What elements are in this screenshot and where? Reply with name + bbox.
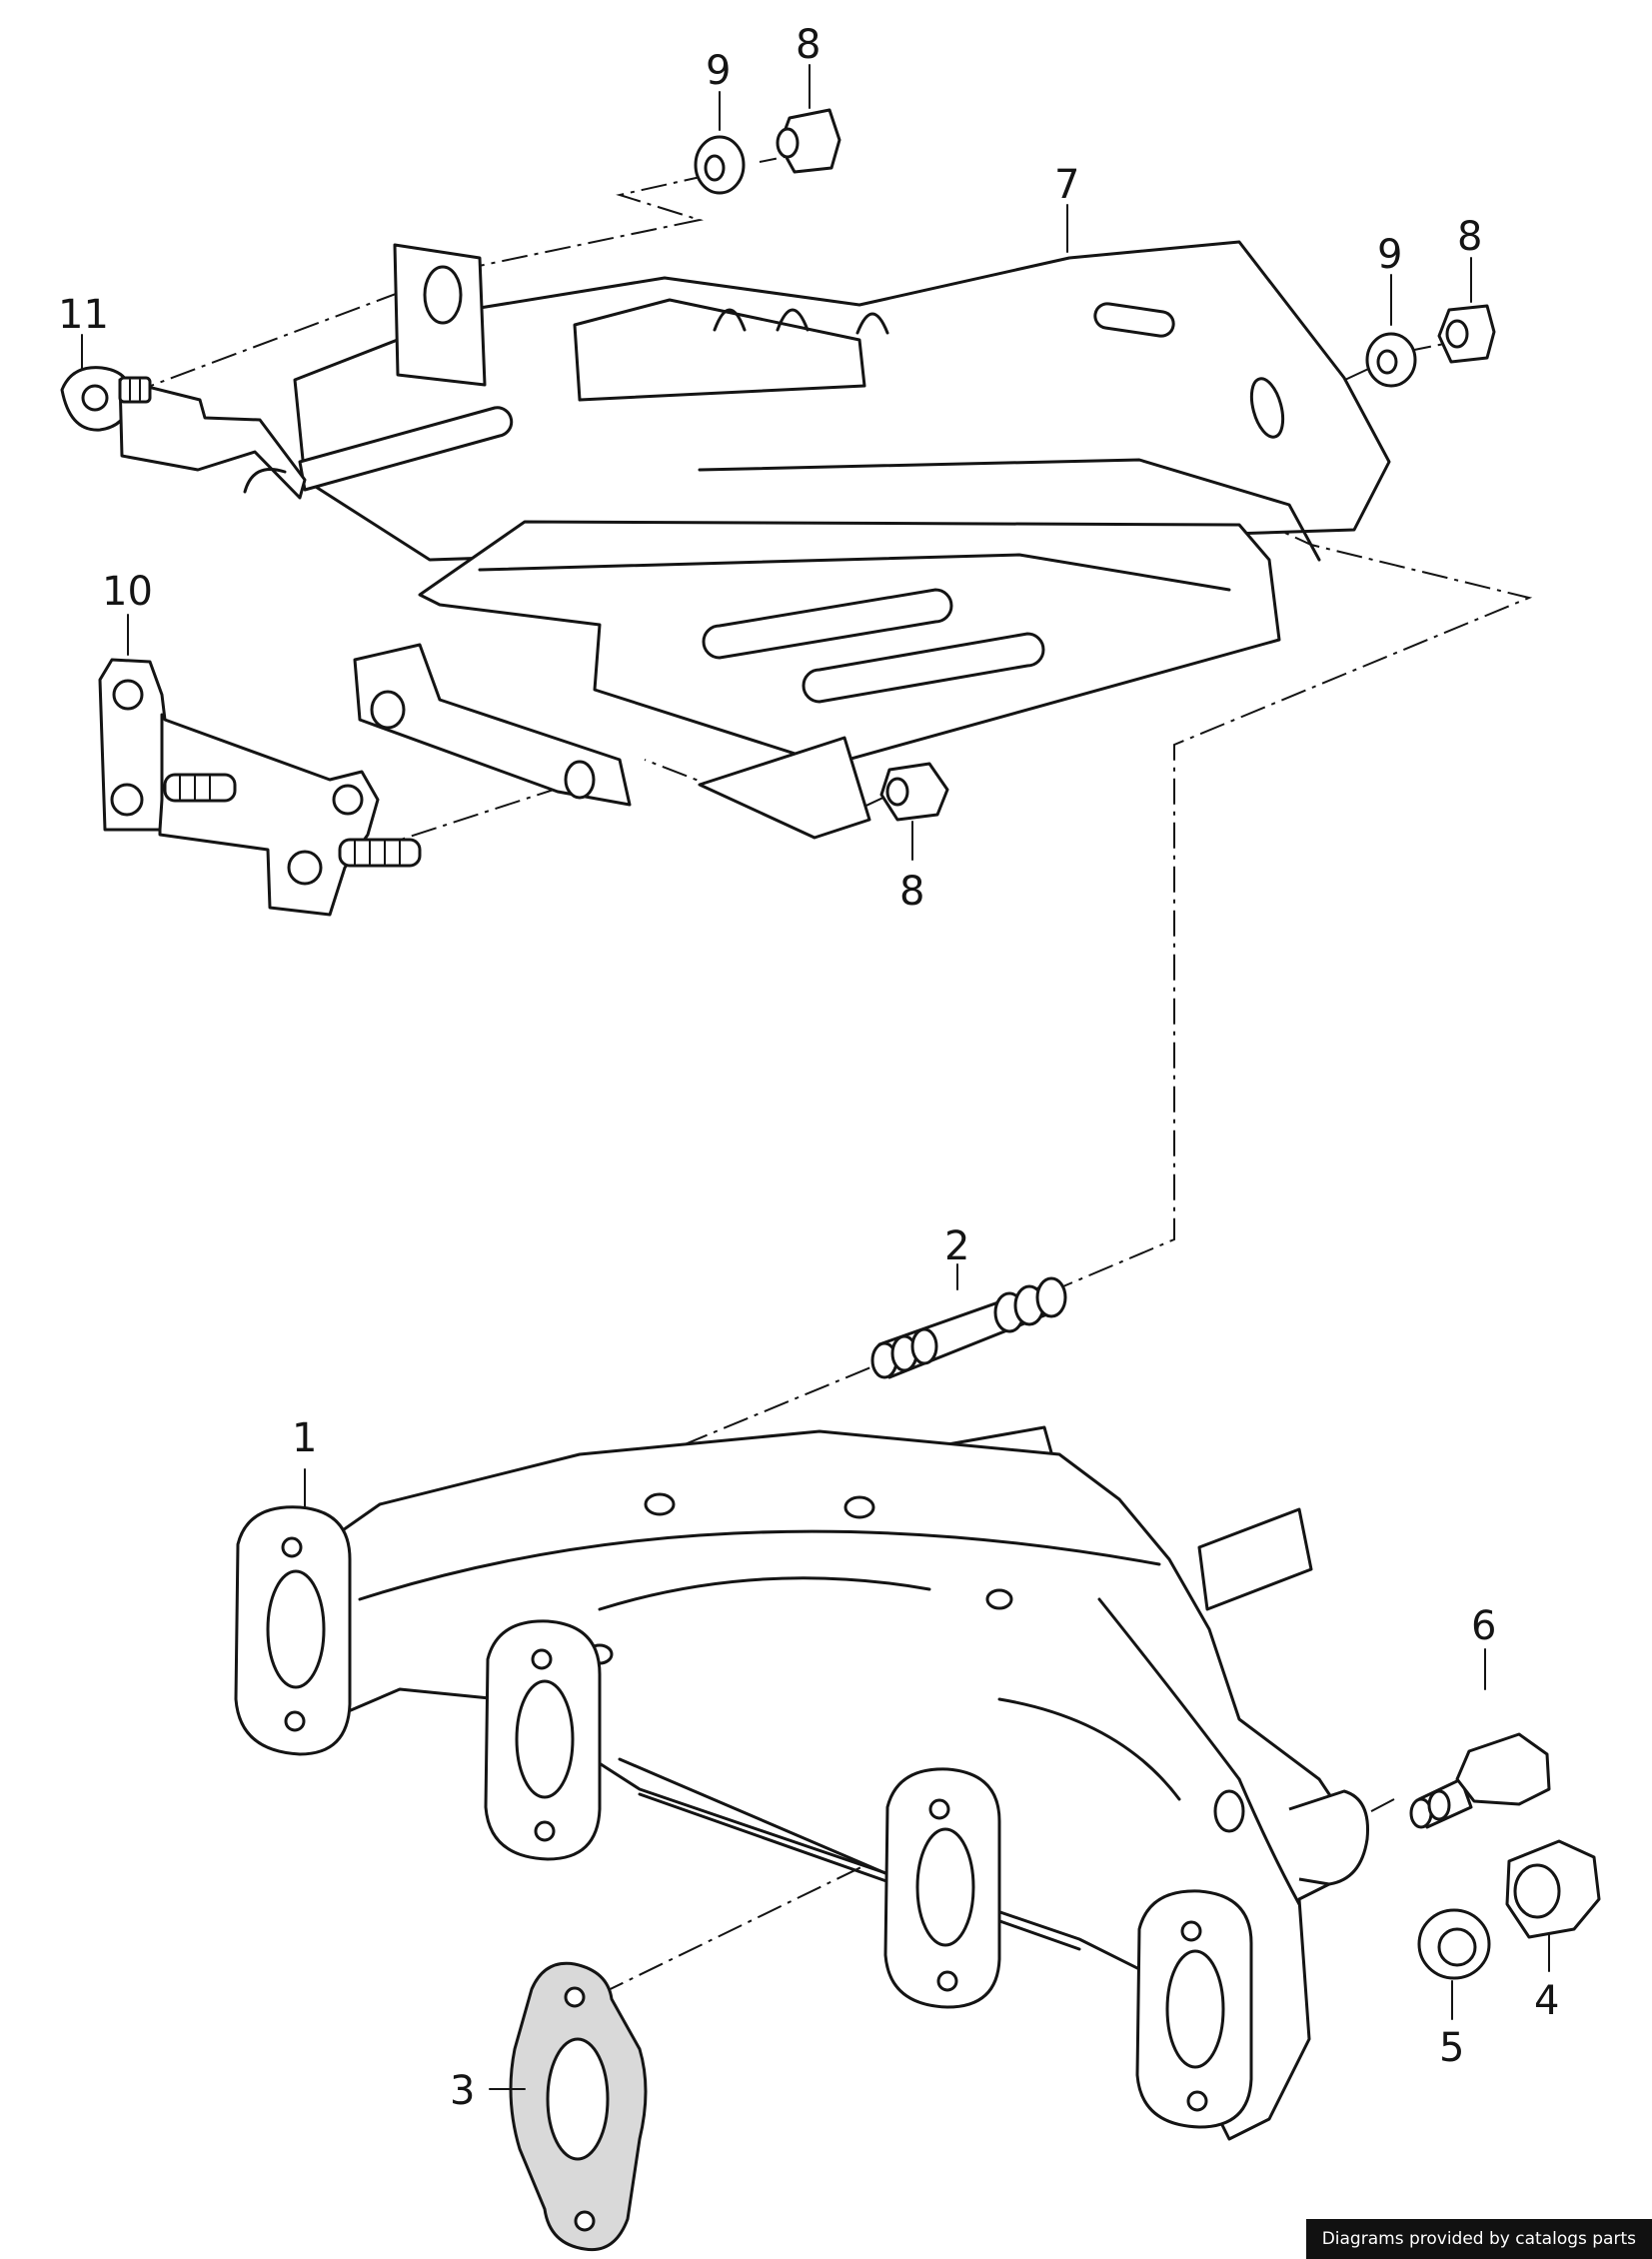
manifold-port-flange-2: [484, 1619, 602, 1861]
manifold-port-flange-1: [234, 1505, 352, 1756]
part-8-nut-mid: [879, 762, 949, 822]
callout-8-mid: 8: [899, 869, 924, 915]
callout-leaders: [81, 64, 1550, 2090]
part-2-stud: [870, 1276, 1067, 1379]
callout-2: 2: [944, 1223, 969, 1269]
part-9-washer-top: [694, 135, 746, 195]
callout-1: 1: [292, 1415, 317, 1461]
diagram-credit: Diagrams provided by catalogs parts: [1305, 2219, 1652, 2259]
callout-8-top: 8: [796, 22, 821, 68]
callout-6: 6: [1471, 1603, 1496, 1649]
manifold-port-flange-3: [883, 1767, 1001, 2009]
callout-5: 5: [1439, 2025, 1464, 2071]
part-11-bracket: [60, 366, 307, 500]
part-10-bolt-lower: [338, 838, 422, 868]
callout-3: 3: [450, 2068, 475, 2114]
part-10-bracket: [98, 658, 422, 917]
callout-11: 11: [58, 292, 109, 338]
part-6-stud-nut: [1409, 1732, 1551, 1829]
part-8-nut-right: [1437, 304, 1496, 364]
manifold-port-flange-4: [1135, 1889, 1253, 2129]
part-5-washer: [1417, 1908, 1491, 1980]
callout-8-right: 8: [1457, 214, 1482, 260]
part-8-nut-top: [776, 108, 841, 174]
callout-labels: 1 2 3 4 5 6 7 8 8 8 9 9 10 11: [58, 22, 1559, 2114]
callout-10: 10: [102, 569, 153, 615]
part-7-heat-shield: [293, 240, 1391, 840]
part-1-exhaust-manifold: [234, 1425, 1370, 2141]
part-4-nut: [1505, 1839, 1601, 1939]
part-10-bolt-upper: [163, 773, 237, 803]
callout-9-right: 9: [1377, 232, 1402, 278]
callout-9-top: 9: [706, 48, 731, 94]
part-3-gasket: [509, 1961, 648, 2252]
callout-7: 7: [1054, 162, 1079, 208]
callout-4: 4: [1534, 1978, 1559, 2024]
part-9-washer-right: [1365, 332, 1417, 388]
